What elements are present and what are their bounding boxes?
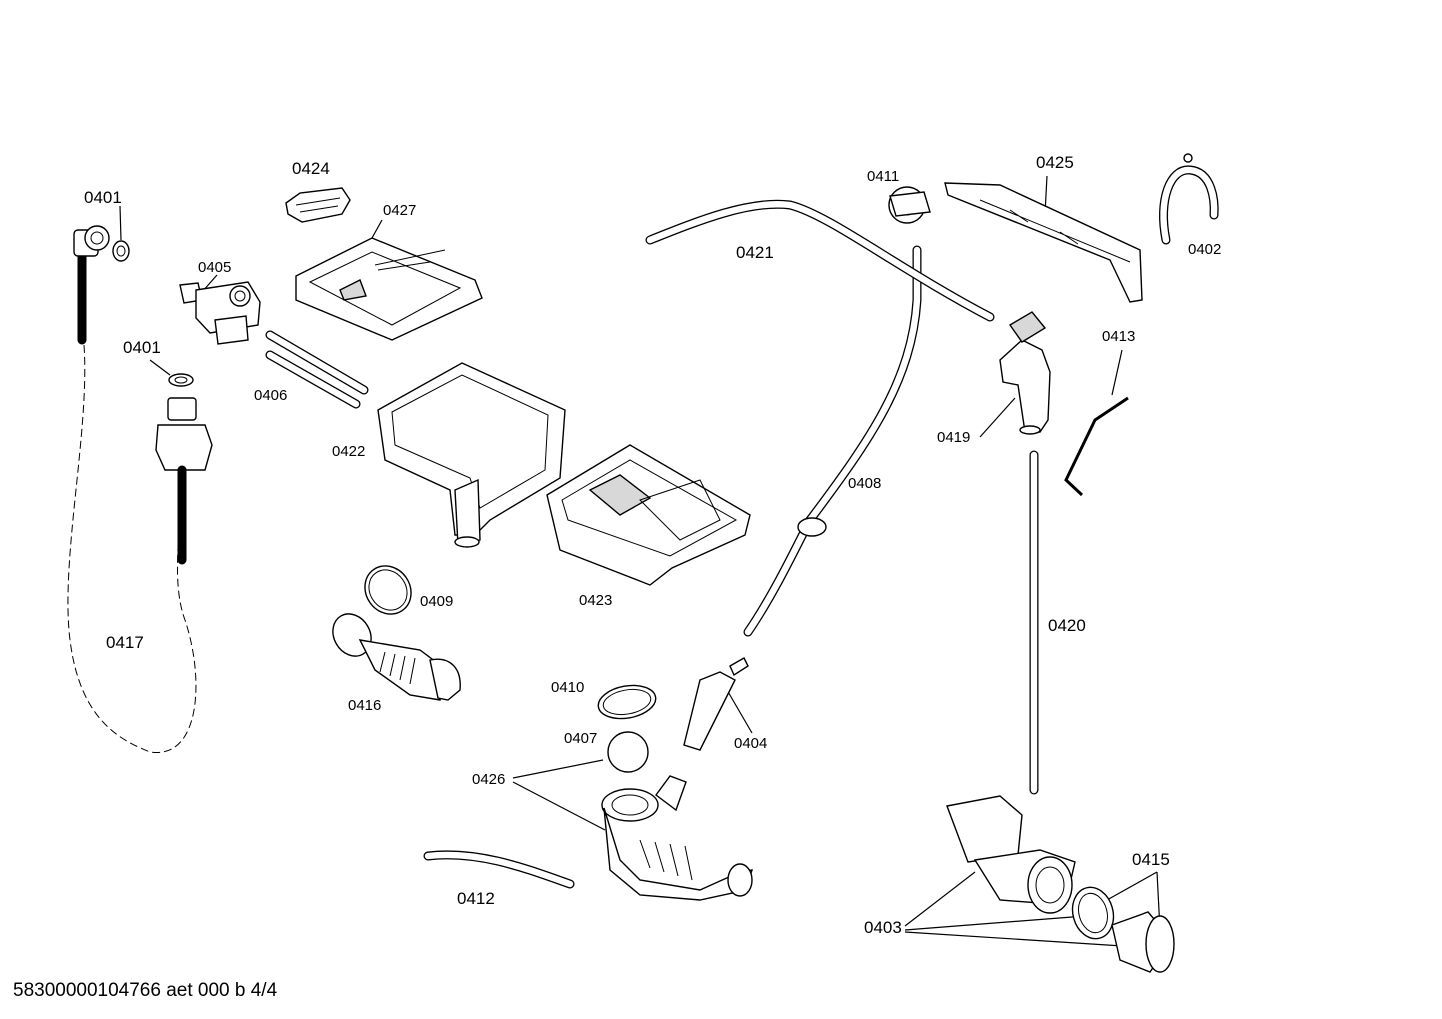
label-0412: 0412 [457, 889, 495, 908]
part-0404-sensor [683, 657, 753, 751]
label-0409: 0409 [420, 593, 453, 610]
part-0416-bellows-hose [332, 613, 461, 701]
label-0410: 0410 [551, 679, 584, 696]
part-labels: 0401 0401 0424 0427 0405 0406 0422 0423 … [84, 153, 1221, 937]
part-0424-clip [285, 187, 351, 223]
part-0402-u-hook [1159, 153, 1219, 245]
label-0421: 0421 [736, 243, 774, 262]
part-0415-filter [1071, 871, 1175, 973]
part-0413-rod [1064, 349, 1129, 497]
part-0423-dispenser-drawer [546, 444, 751, 586]
part-0408-pressure-tube [743, 245, 922, 637]
label-0422: 0422 [332, 443, 365, 460]
label-0417: 0417 [106, 633, 144, 652]
part-0417-hose-dashed [67, 344, 197, 753]
part-0405-valve [179, 274, 261, 345]
label-0416: 0416 [348, 697, 381, 714]
part-0406-tubes [265, 330, 369, 409]
label-0402: 0402 [1188, 241, 1221, 258]
label-0401-lower: 0401 [123, 338, 161, 357]
part-0401-valve-lower [149, 359, 213, 565]
label-0406: 0406 [254, 387, 287, 404]
label-0407: 0407 [564, 730, 597, 747]
part-0410-ring [597, 684, 657, 720]
label-0415: 0415 [1132, 850, 1170, 869]
part-0427-frame [295, 219, 483, 341]
label-0403: 0403 [864, 918, 902, 937]
label-0408: 0408 [848, 475, 881, 492]
part-0403-drain-pump [904, 795, 1139, 948]
label-0401-upper: 0401 [84, 188, 122, 207]
label-0405: 0405 [198, 259, 231, 276]
label-0420: 0420 [1048, 616, 1086, 635]
part-0426-sump-hose [512, 759, 753, 901]
part-0422-drawer-housing [377, 362, 566, 548]
label-0423: 0423 [579, 592, 612, 609]
part-0421-hose [645, 199, 995, 322]
part-0401-inlet-hose-upper [73, 205, 130, 345]
label-0424: 0424 [292, 159, 330, 178]
part-0420-drain-hose [1029, 450, 1039, 795]
part-0412-hose [423, 850, 575, 889]
label-0419: 0419 [937, 429, 970, 446]
part-0419-connector [979, 311, 1051, 438]
part-0411-pressure-switch [888, 186, 931, 224]
label-0413: 0413 [1102, 328, 1135, 345]
label-0426: 0426 [472, 771, 505, 788]
document-id-footer: 58300000104766 aet 000 b 4/4 [13, 980, 278, 1001]
label-0404: 0404 [734, 735, 767, 752]
part-0425-rail [944, 175, 1143, 303]
label-0427: 0427 [383, 202, 416, 219]
part-0407-ball [607, 731, 649, 773]
label-0411: 0411 [867, 168, 899, 185]
part-0409-seal-ring [364, 565, 412, 615]
label-0425: 0425 [1036, 153, 1074, 172]
